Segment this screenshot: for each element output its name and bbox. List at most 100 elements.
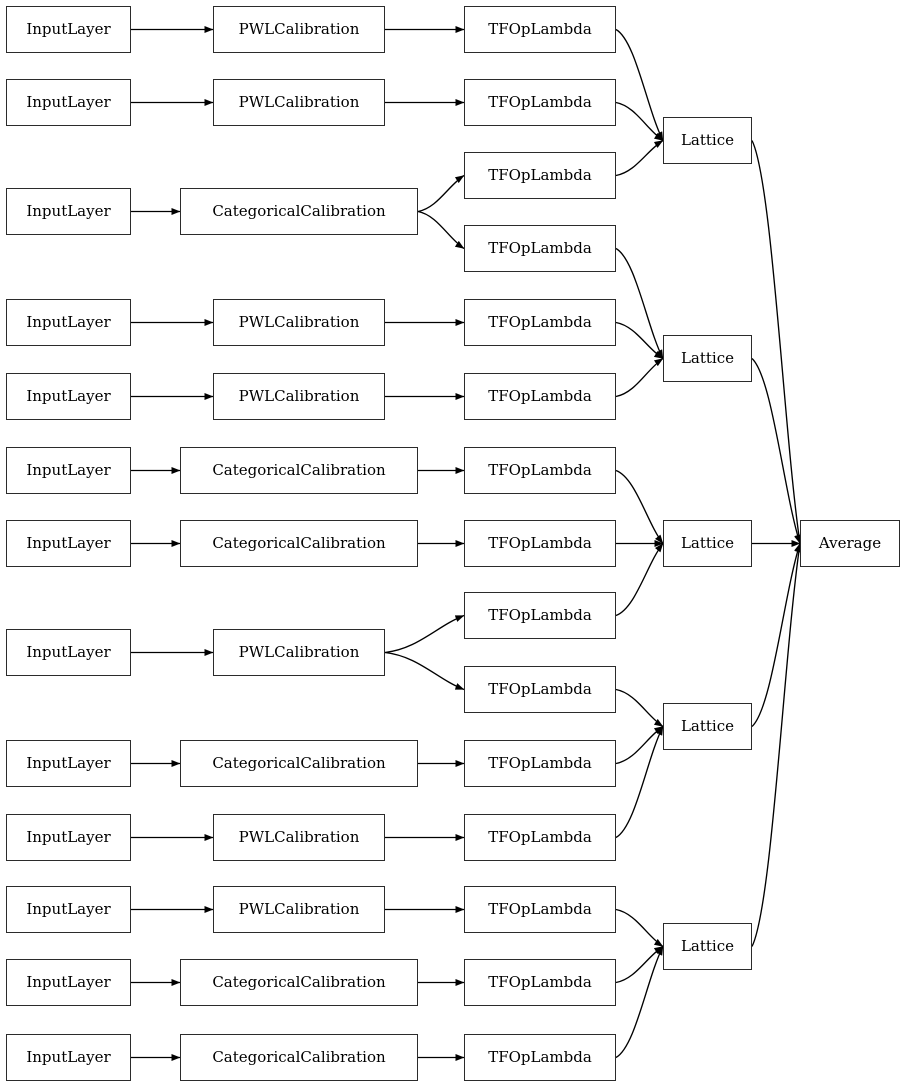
node-cal13[interactable]: CategoricalCalibration [180, 1034, 418, 1081]
edge-op10-to-lat4 [615, 688, 664, 728]
node-cal7[interactable]: CategoricalCalibration [180, 520, 418, 567]
edge-cal8-to-op9 [384, 614, 465, 654]
node-label: TFOpLambda [488, 534, 592, 552]
edge-lat2-to-avg [751, 358, 801, 544]
node-op11[interactable]: TFOpLambda [464, 740, 616, 787]
node-in5[interactable]: InputLayer [6, 373, 131, 420]
node-cal1[interactable]: PWLCalibration [213, 6, 385, 53]
node-op14[interactable]: TFOpLambda [464, 959, 616, 1006]
node-label: PWLCalibration [238, 900, 360, 918]
node-in3[interactable]: InputLayer [6, 188, 131, 235]
node-label: PWLCalibration [238, 93, 360, 111]
node-label: TFOpLambda [488, 20, 592, 38]
node-label: Lattice [680, 937, 735, 955]
node-in10[interactable]: InputLayer [6, 814, 131, 861]
edge-op4-to-lat2 [615, 247, 664, 359]
node-in12[interactable]: InputLayer [6, 959, 131, 1006]
node-label: TFOpLambda [488, 680, 592, 698]
node-cal9[interactable]: CategoricalCalibration [180, 740, 418, 787]
node-label: TFOpLambda [488, 606, 592, 624]
node-label: InputLayer [26, 20, 111, 38]
node-op3[interactable]: TFOpLambda [464, 152, 616, 199]
node-in7[interactable]: InputLayer [6, 520, 131, 567]
node-label: InputLayer [26, 534, 111, 552]
node-label: InputLayer [26, 202, 111, 220]
node-label: TFOpLambda [488, 313, 592, 331]
node-label: TFOpLambda [488, 387, 592, 405]
node-label: CategoricalCalibration [212, 202, 386, 220]
node-label: InputLayer [26, 461, 111, 479]
edge-lat4-to-avg [751, 543, 801, 727]
node-lat5[interactable]: Lattice [663, 923, 752, 970]
node-in13[interactable]: InputLayer [6, 1034, 131, 1081]
node-label: InputLayer [26, 313, 111, 331]
node-label: InputLayer [26, 828, 111, 846]
node-label: CategoricalCalibration [212, 1048, 386, 1066]
node-cal10[interactable]: PWLCalibration [213, 814, 385, 861]
node-avg[interactable]: Average [800, 520, 900, 567]
node-op1[interactable]: TFOpLambda [464, 6, 616, 53]
node-op15[interactable]: TFOpLambda [464, 1034, 616, 1081]
node-op5[interactable]: TFOpLambda [464, 299, 616, 346]
edge-lat1-to-avg [751, 140, 803, 544]
node-op2[interactable]: TFOpLambda [464, 79, 616, 126]
node-label: InputLayer [26, 93, 111, 111]
node-in11[interactable]: InputLayer [6, 886, 131, 933]
node-label: InputLayer [26, 900, 111, 918]
node-label: TFOpLambda [488, 166, 592, 184]
edge-cal8-to-op10 [384, 651, 465, 691]
node-cal8[interactable]: PWLCalibration [213, 629, 385, 676]
node-cal6[interactable]: CategoricalCalibration [180, 447, 418, 494]
node-lat3[interactable]: Lattice [663, 520, 752, 567]
node-label: Lattice [680, 534, 735, 552]
node-label: InputLayer [26, 1048, 111, 1066]
node-cal12[interactable]: CategoricalCalibration [180, 959, 418, 1006]
node-cal11[interactable]: PWLCalibration [213, 886, 385, 933]
node-label: CategoricalCalibration [212, 754, 386, 772]
node-op4[interactable]: TFOpLambda [464, 225, 616, 272]
edge-op13-to-lat5 [615, 908, 664, 948]
node-in8[interactable]: InputLayer [6, 629, 131, 676]
edge-op7-to-lat3 [615, 469, 664, 544]
node-in4[interactable]: InputLayer [6, 299, 131, 346]
node-lat2[interactable]: Lattice [663, 335, 752, 382]
node-label: InputLayer [26, 754, 111, 772]
node-label: PWLCalibration [238, 20, 360, 38]
edge-op2-to-lat1 [615, 101, 664, 142]
node-in2[interactable]: InputLayer [6, 79, 131, 126]
node-label: PWLCalibration [238, 387, 360, 405]
node-label: InputLayer [26, 973, 111, 991]
node-cal5[interactable]: PWLCalibration [213, 373, 385, 420]
node-op10[interactable]: TFOpLambda [464, 666, 616, 713]
node-op7[interactable]: TFOpLambda [464, 447, 616, 494]
node-label: TFOpLambda [488, 1048, 592, 1066]
node-in9[interactable]: InputLayer [6, 740, 131, 787]
node-label: CategoricalCalibration [212, 534, 386, 552]
node-label: InputLayer [26, 387, 111, 405]
node-label: Average [818, 534, 882, 552]
node-label: TFOpLambda [488, 461, 592, 479]
node-label: TFOpLambda [488, 754, 592, 772]
node-op9[interactable]: TFOpLambda [464, 592, 616, 639]
node-op13[interactable]: TFOpLambda [464, 886, 616, 933]
node-lat4[interactable]: Lattice [663, 703, 752, 750]
node-label: CategoricalCalibration [212, 461, 386, 479]
node-op6[interactable]: TFOpLambda [464, 373, 616, 420]
node-in6[interactable]: InputLayer [6, 447, 131, 494]
node-in1[interactable]: InputLayer [6, 6, 131, 53]
node-cal4[interactable]: PWLCalibration [213, 299, 385, 346]
edge-op5-to-lat2 [615, 321, 664, 360]
node-label: CategoricalCalibration [212, 973, 386, 991]
node-label: TFOpLambda [488, 828, 592, 846]
node-label: InputLayer [26, 643, 111, 661]
node-cal3[interactable]: CategoricalCalibration [180, 188, 418, 235]
node-cal2[interactable]: PWLCalibration [213, 79, 385, 126]
node-label: TFOpLambda [488, 900, 592, 918]
edge-op3-to-lat1 [615, 139, 664, 177]
node-op8[interactable]: TFOpLambda [464, 520, 616, 567]
node-op12[interactable]: TFOpLambda [464, 814, 616, 861]
node-lat1[interactable]: Lattice [663, 117, 752, 164]
edge-lat5-to-avg [751, 543, 803, 947]
